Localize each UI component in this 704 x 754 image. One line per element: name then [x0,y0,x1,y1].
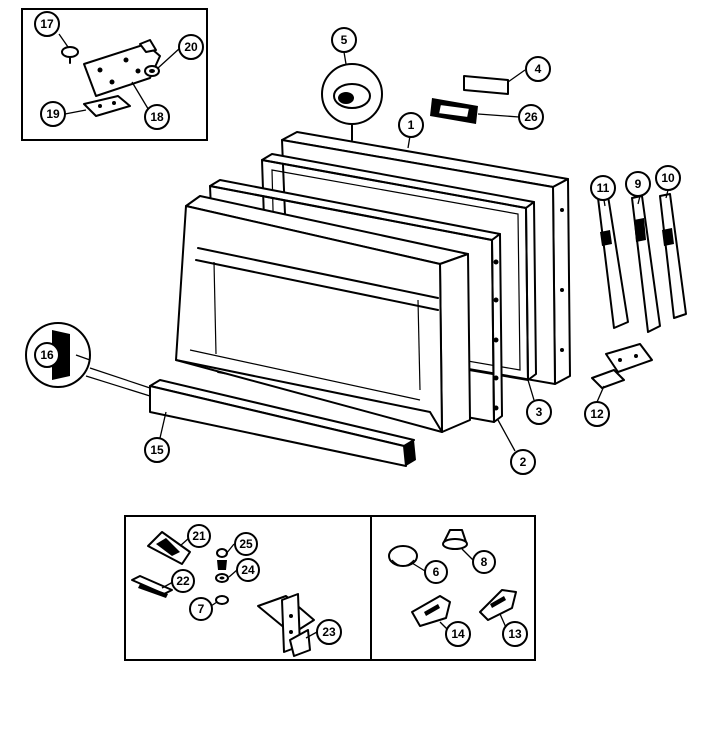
latch-bar [131,575,173,598]
latch-strike [147,531,191,565]
callout-14: 14 [445,621,471,647]
callout-16: 16 [34,342,60,368]
svg-text:15: 15 [150,443,164,457]
hinge-shim [83,95,131,117]
svg-text:16: 16 [40,348,54,362]
latch-assembly [257,593,315,657]
plug-button [388,545,418,567]
svg-text:9: 9 [635,177,642,191]
callout-18: 18 [144,104,170,130]
accessory-inset [370,515,536,661]
svg-text:5: 5 [341,33,348,47]
callout-17: 17 [34,11,60,37]
callout-3: 3 [526,399,552,425]
callout-23: 23 [316,619,342,645]
svg-text:11: 11 [597,181,610,195]
hinge-washer [144,65,160,77]
callout-15: 15 [144,437,170,463]
nameplate [463,75,509,95]
door-strap-11 [597,195,629,329]
hinge-plate [83,39,161,97]
callout-10: 10 [655,165,681,191]
callout-5: 5 [331,27,357,53]
accessory-inset-frame [370,515,536,661]
svg-text:25: 25 [239,537,253,551]
callout-1: 1 [398,112,424,138]
callout-2: 2 [510,449,536,475]
svg-text:10: 10 [661,171,675,185]
door-liner-tub [175,195,471,433]
bracket-right [479,589,517,621]
svg-text:14: 14 [451,627,465,641]
svg-text:3: 3 [536,405,543,419]
callout-20-hinge: 20 [178,34,204,60]
svg-text:22: 22 [176,574,190,588]
door-assembly [25,63,687,467]
svg-text:8: 8 [481,555,488,569]
door-shelf [149,379,416,467]
door-strap-9 [631,195,661,333]
callout-8: 8 [472,550,496,574]
callout-11: 11 [590,175,616,201]
callout-24: 24 [236,558,260,582]
callout-21: 21 [187,524,211,548]
door-strap-10 [659,193,687,319]
callout-12: 12 [584,401,610,427]
callout-25: 25 [234,532,258,556]
callout-13: 13 [502,621,528,647]
svg-text:6: 6 [433,565,440,579]
svg-text:13: 13 [508,627,522,641]
svg-text:23: 23 [322,625,336,639]
callout-22: 22 [171,569,195,593]
svg-text:7: 7 [198,602,205,616]
leader-lines [75,51,669,452]
svg-text:12: 12 [590,407,604,421]
svg-text:17: 17 [40,17,54,31]
callout-9: 9 [625,171,651,197]
callout-6: 6 [424,560,448,584]
shelf-detail-magnifier [25,322,151,397]
latch-fasteners [215,548,229,605]
door-stop [321,63,383,141]
svg-text:18: 18 [150,110,164,124]
bracket-left [411,595,451,627]
latch-inset [124,515,372,661]
plug-cap [442,529,468,550]
svg-text:2: 2 [520,455,527,469]
svg-text:26: 26 [524,110,538,124]
callout-7: 7 [189,597,213,621]
svg-text:4: 4 [535,62,542,76]
hinge-screw [61,46,79,64]
callout-4: 4 [525,56,551,82]
svg-text:21: 21 [192,529,206,543]
callout-26: 26 [518,104,544,130]
hinge-bracket [591,343,653,389]
svg-text:19: 19 [46,107,60,121]
nameplate-frame [430,98,478,124]
svg-text:1: 1 [408,118,415,132]
svg-text:24: 24 [241,563,255,577]
svg-text:20: 20 [184,40,198,54]
hinge-inset [21,8,208,141]
hinge-inset-frame [21,8,208,141]
callout-19: 19 [40,101,66,127]
